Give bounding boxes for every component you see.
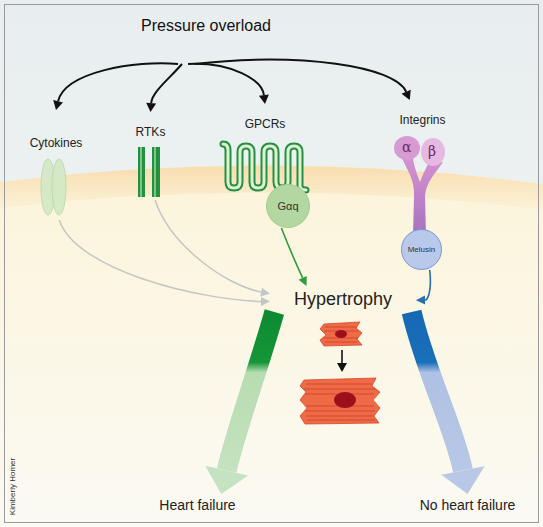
receptor-label: GPCRs: [210, 117, 320, 131]
cell-body: [300, 378, 380, 424]
small-cardiomyocyte: [320, 322, 362, 346]
sarcomere-stripes: [324, 327, 358, 342]
nucleus: [334, 392, 356, 408]
integrin-stalk: [401, 156, 443, 235]
credit-watermark: Kimberly Homer: [8, 452, 17, 522]
arrow-head: [260, 288, 270, 297]
connector-line: [151, 64, 182, 103]
receptor-highlight: [154, 147, 156, 197]
stimulus-arrow: [194, 60, 411, 100]
process-text: Hypertrophy: [270, 286, 416, 312]
outcome-swoosh: [412, 312, 485, 494]
signal-arrow: [281, 228, 306, 286]
stimulus-arrow: [146, 64, 182, 112]
arrow-head: [261, 297, 270, 306]
outcome-swoosh: [205, 312, 274, 494]
nucleus: [335, 330, 347, 338]
arrow-head: [259, 94, 269, 104]
sarcomere-stripes: [304, 384, 375, 420]
growth-arrow: [337, 350, 347, 372]
receptor-label: Cytokines: [10, 136, 102, 150]
protein-circle: [267, 185, 310, 228]
connector-line: [425, 270, 430, 300]
integrin-receptor: Integrinsαβ: [385, 100, 460, 235]
receptor-label: RTKs: [116, 125, 185, 139]
rtk-receptor: RTKs: [128, 112, 173, 200]
arrow-head: [337, 363, 347, 372]
connector-line: [59, 220, 261, 301]
connector-line: [155, 200, 261, 292]
beta-subunit: [421, 138, 445, 166]
connector-line: [58, 63, 178, 101]
subunit-label: β: [428, 143, 436, 159]
helix-interior: [223, 144, 306, 190]
figure-frame: [5, 5, 539, 523]
outcome-label: Hypertrophy: [270, 286, 416, 312]
arrow-head: [402, 90, 411, 100]
gpcr-receptor: GPCRs: [220, 104, 310, 192]
large-cardiomyocyte: [300, 378, 380, 424]
outcome-text: No heart failure: [400, 494, 535, 516]
connector-line: [194, 60, 406, 92]
node-shape: [22, 110, 90, 220]
connector-line: [281, 228, 302, 278]
receptor-label: Integrins: [375, 113, 470, 127]
signal-arrow: [416, 270, 430, 305]
connector-line: [227, 312, 275, 471]
arrow-head: [146, 103, 156, 112]
alpha-subunit: [394, 136, 420, 160]
receptor-highlight: [140, 147, 142, 197]
outcome-label: Heart failure: [150, 494, 245, 516]
outcome-text: Heart failure: [140, 494, 255, 516]
receptor-subunit: [52, 159, 66, 215]
arrow-head: [416, 296, 425, 305]
transmembrane-helices: [223, 144, 306, 190]
connector-line: [188, 64, 264, 95]
arrow-head: [299, 276, 307, 286]
arrow-head: [53, 100, 63, 110]
subunit-label: α: [402, 139, 411, 155]
melusin-circle: Melusin: [401, 229, 442, 270]
cytokine-receptor: Cytokines: [22, 110, 90, 220]
cytoplasm: [0, 165, 543, 527]
receptor-bar: [138, 147, 145, 197]
cell-body: [320, 322, 362, 346]
signal-arrow: [59, 220, 270, 306]
protein-label: Melusin: [397, 229, 446, 270]
protein-label: Gαq: [266, 184, 310, 228]
arrow-head: [441, 466, 484, 494]
signal-arrow: [155, 200, 270, 296]
connector-line: [412, 312, 463, 470]
outcome-label: No heart failure: [410, 494, 525, 516]
stimulus-label: Pressure overload: [140, 14, 272, 64]
arrow-head: [205, 466, 248, 494]
stimulus-arrow: [188, 64, 269, 104]
receptor-bar: [152, 147, 160, 197]
g-protein-circle: Gαq: [266, 184, 310, 228]
stimulus-text: Pressure overload: [120, 17, 292, 35]
arrow-shaft: [341, 350, 343, 364]
